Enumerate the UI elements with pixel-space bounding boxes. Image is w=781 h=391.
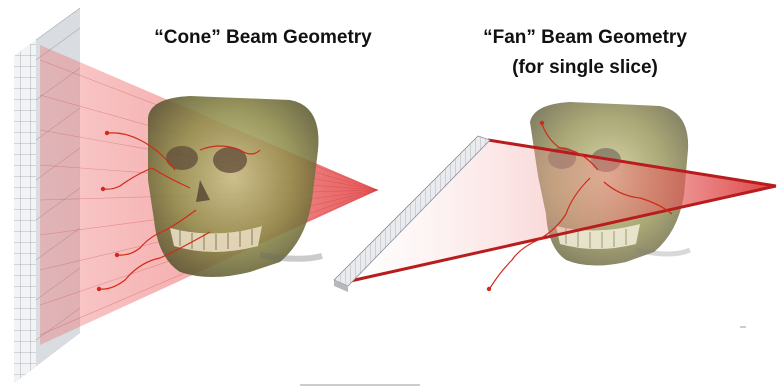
fan-beam-panel xyxy=(334,102,776,292)
decorative-marks xyxy=(300,326,746,386)
fan-beam-title: “Fan” Beam Geometry xyxy=(450,26,720,49)
skull-icon xyxy=(148,96,322,277)
cone-beam-panel xyxy=(14,8,378,383)
cone-beam-title: “Cone” Beam Geometry xyxy=(118,26,408,49)
fan-beam-subtitle: (for single slice) xyxy=(450,56,720,79)
